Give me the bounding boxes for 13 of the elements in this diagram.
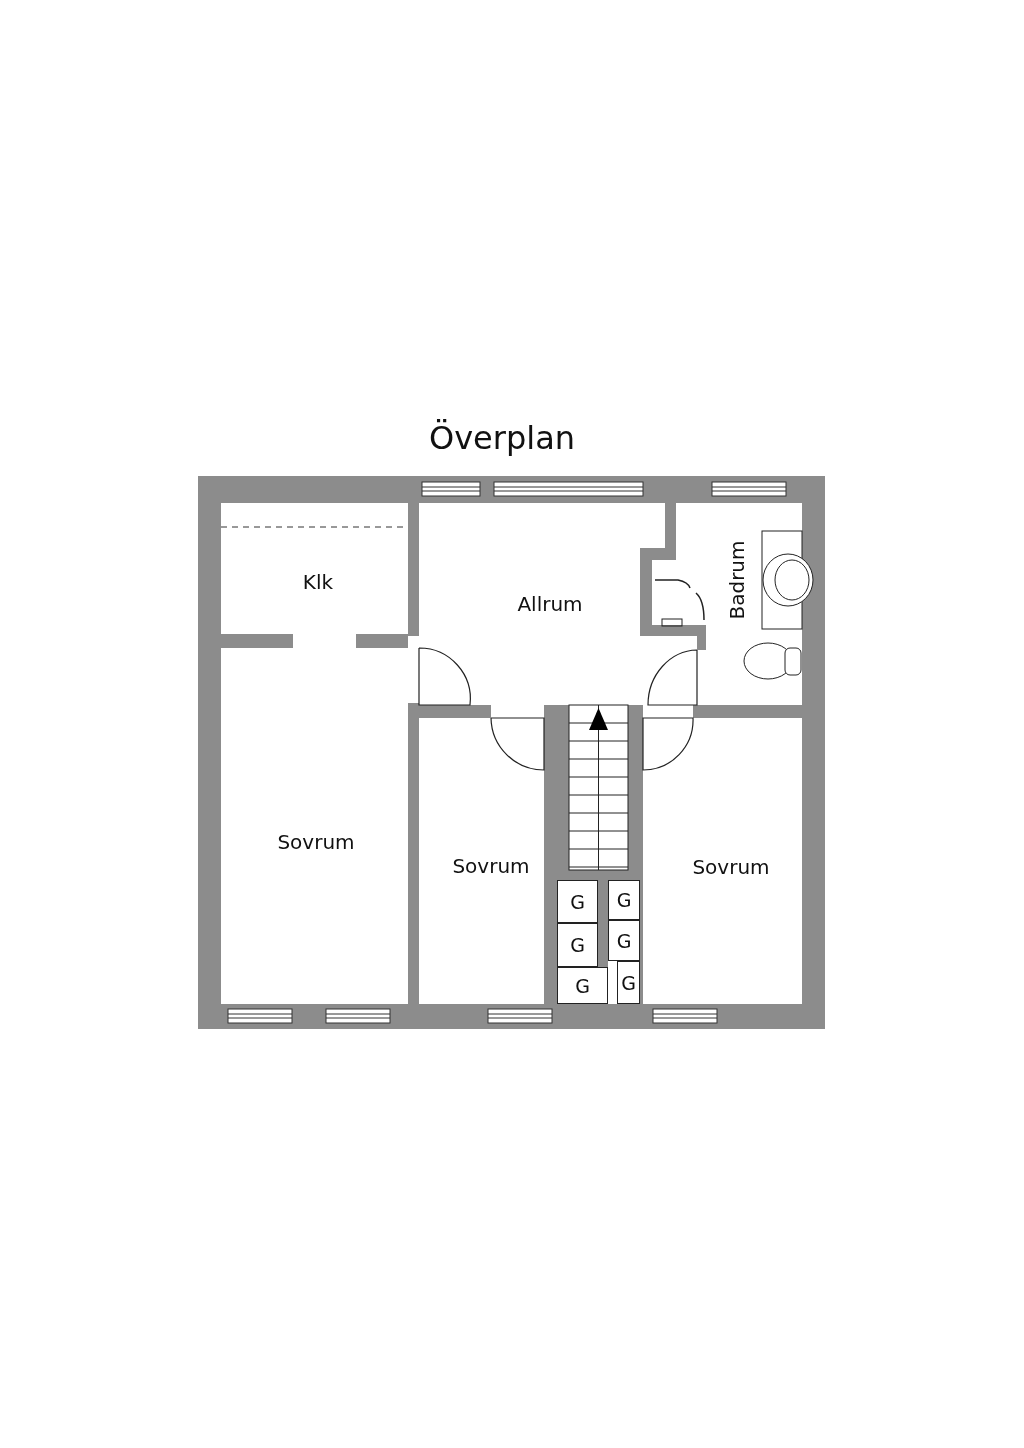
room-label: Badrum xyxy=(725,540,749,620)
room-label: Sovrum xyxy=(452,854,530,878)
wardrobe-cell: G xyxy=(608,920,640,961)
wardrobe-cell: G xyxy=(557,967,608,1004)
wardrobe-cell: G xyxy=(557,880,598,923)
room-label: Allrum xyxy=(517,592,583,616)
room-label: Sovrum xyxy=(277,830,355,854)
wardrobe-cell: G xyxy=(608,880,640,920)
room-label: Klk xyxy=(302,570,334,594)
room-label: Sovrum xyxy=(692,855,770,879)
plan-title: Överplan xyxy=(428,419,576,457)
wardrobe-cell: G xyxy=(617,961,640,1004)
wardrobe-cell: G xyxy=(557,923,598,967)
